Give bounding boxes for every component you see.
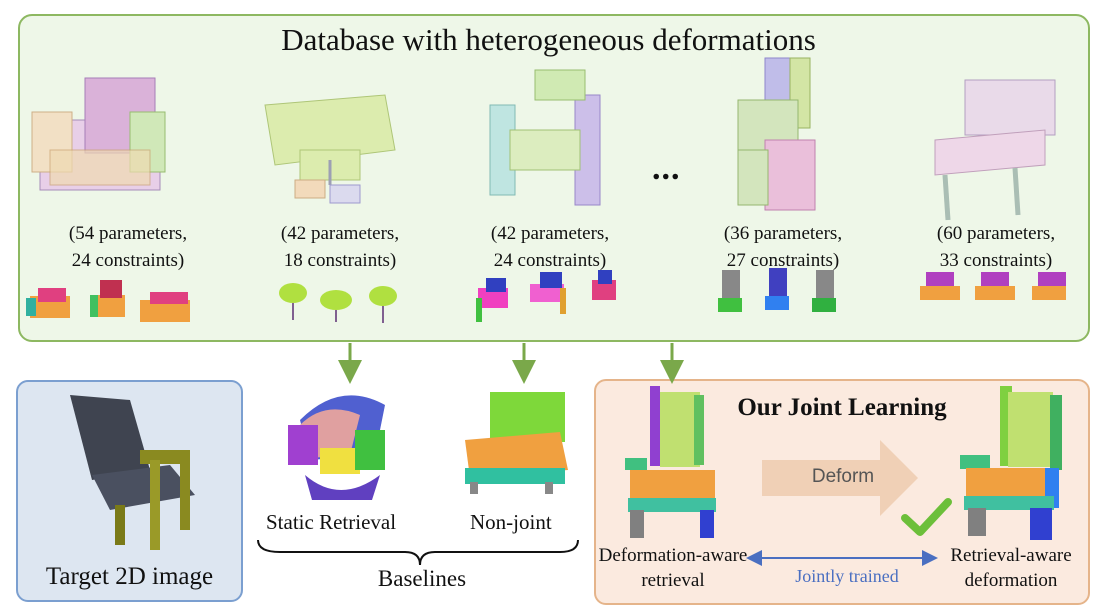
caption-line: 33 constraints) [916, 247, 1076, 274]
caption-line: (42 parameters, [470, 220, 630, 247]
baselines-brace [258, 540, 578, 565]
retrieval-aware-deformation-label: Retrieval-aware deformation [936, 543, 1086, 593]
deform-label: Deform [768, 466, 918, 488]
caption-line: (60 parameters, [916, 220, 1076, 247]
caption-template-4: (36 parameters, 27 constraints) [703, 220, 863, 274]
static-retrieval-label: Static Retrieval [266, 510, 396, 535]
caption-line: (42 parameters, [260, 220, 420, 247]
caption-line: 24 constraints) [48, 247, 208, 274]
jointly-trained-label: Jointly trained [762, 566, 932, 587]
caption-template-2: (42 parameters, 18 constraints) [260, 220, 420, 274]
static-retrieval-chair [288, 395, 385, 500]
caption-line: (36 parameters, [703, 220, 863, 247]
ellipsis: ... [652, 150, 681, 188]
caption-template-5: (60 parameters, 33 constraints) [916, 220, 1076, 274]
nonjoint-label: Non-joint [470, 510, 552, 535]
nonjoint-chair [465, 392, 568, 494]
baselines-label: Baselines [272, 566, 572, 592]
caption-line: 18 constraints) [260, 247, 420, 274]
caption-line: 24 constraints) [470, 247, 630, 274]
caption-line: 27 constraints) [703, 247, 863, 274]
database-title: Database with heterogeneous deformations [0, 22, 1097, 58]
caption-template-1: (54 parameters, 24 constraints) [48, 220, 208, 274]
caption-line: (54 parameters, [48, 220, 208, 247]
caption-template-3: (42 parameters, 24 constraints) [470, 220, 630, 274]
target-image-label: Target 2D image [16, 563, 243, 591]
joint-learning-title: Our Joint Learning [594, 394, 1090, 422]
database-panel [18, 14, 1090, 342]
deformation-aware-retrieval-label: Deformation-aware retrieval [598, 543, 748, 593]
